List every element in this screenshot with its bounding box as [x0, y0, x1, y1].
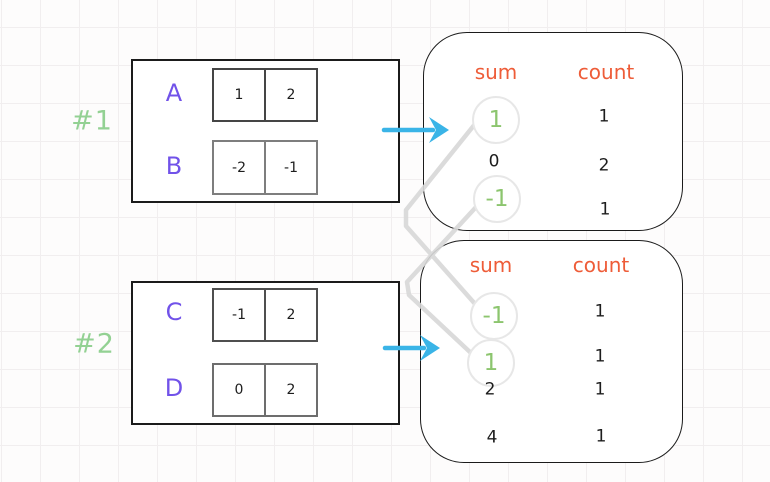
array-c-cells: -1 2: [212, 288, 318, 342]
table-1-sum-circled-1: 1: [472, 96, 520, 144]
array-c-label: C: [165, 298, 183, 326]
table-2-sum-circled-1: -1: [470, 292, 518, 340]
table-2-sum-4: 4: [486, 427, 498, 448]
sum-count-table-2-box: [420, 240, 683, 463]
table-2-count-1: 1: [594, 301, 606, 322]
array-a-cells: 1 2: [212, 68, 318, 122]
array-d-label: D: [164, 374, 184, 402]
group-1-tag: #1: [71, 105, 113, 137]
table-1-sum-2: 0: [488, 151, 500, 172]
table-2-count-header: count: [572, 253, 630, 277]
table-2-count-3: 1: [594, 379, 606, 400]
array-d-cells: 0 2: [212, 363, 318, 417]
sum-count-table-1-box: [423, 32, 683, 231]
array-c-cell-0: -1: [232, 307, 246, 323]
array-b-cells: -2 -1: [212, 140, 318, 195]
array-d-cell-1: 2: [264, 365, 316, 415]
table-2-count-4: 1: [595, 426, 607, 447]
table-2-sum-header: sum: [469, 253, 513, 277]
table-1-count-1: 1: [598, 106, 610, 127]
array-c-cell-1: 2: [264, 290, 316, 340]
table-2-sum-3: 2: [484, 379, 496, 400]
table-1-count-header: count: [577, 60, 635, 84]
array-b-cell-1: -1: [264, 142, 316, 193]
table-1-sum-header: sum: [474, 60, 518, 84]
table-1-count-3: 1: [599, 199, 611, 220]
array-b-label: B: [165, 152, 183, 180]
array-a-cell-0: 1: [234, 87, 244, 103]
table-1-count-2: 2: [598, 155, 610, 176]
array-a-label: A: [165, 79, 183, 107]
array-a-cell-1: 2: [264, 70, 316, 120]
array-b-cell-0: -2: [232, 159, 246, 176]
table-2-count-2: 1: [594, 346, 606, 367]
group-2-tag: #2: [73, 328, 115, 360]
array-d-cell-0: 0: [234, 382, 244, 398]
table-1-sum-circled-3: -1: [473, 175, 521, 223]
